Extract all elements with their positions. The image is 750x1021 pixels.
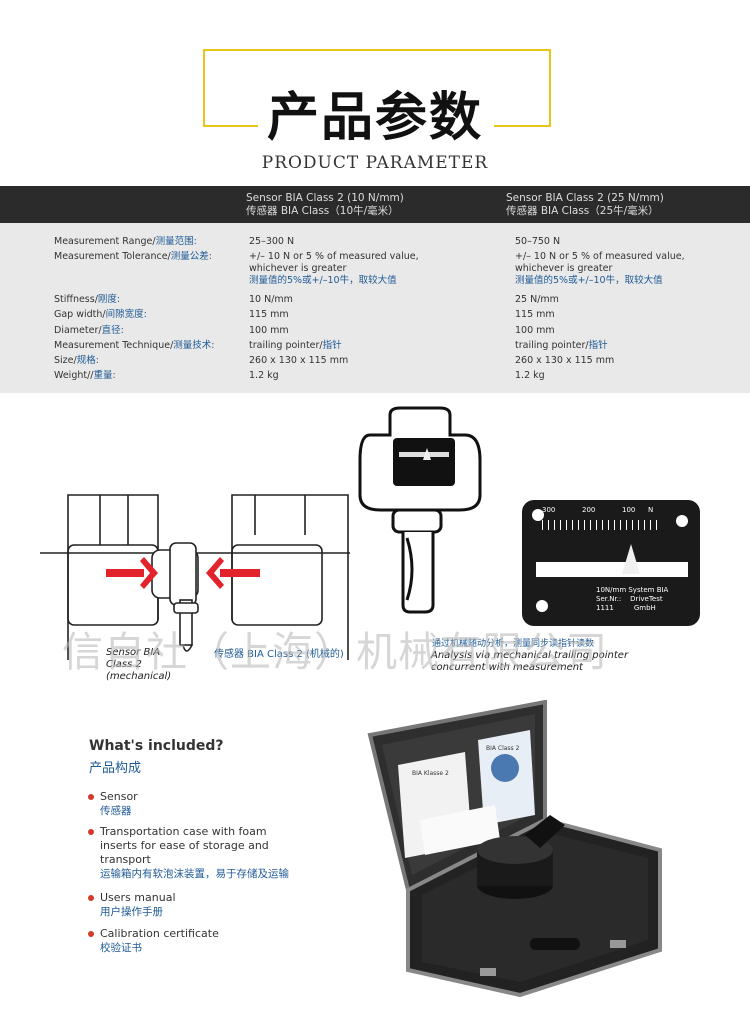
table-row-label: Gap width/间隙宽度: bbox=[54, 309, 147, 320]
table-row-label: Diameter/直径: bbox=[54, 325, 124, 336]
left-diagram-caption: Sensor BIA Class 2 (mechanical) bbox=[106, 647, 172, 682]
table-cell: 25 N/mm bbox=[515, 294, 559, 305]
table-cell: 115 mm bbox=[515, 309, 555, 320]
table-cell: 10 N/mm bbox=[249, 294, 293, 305]
doc-label: BIA Klasse 2 bbox=[412, 770, 449, 777]
table-cell: 1.2 kg bbox=[515, 370, 545, 381]
table-cell: 25–300 N bbox=[249, 236, 295, 247]
table-cell: +/– 10 N or 5 % of measured value,whiche… bbox=[249, 251, 419, 286]
bullet-icon bbox=[88, 794, 94, 800]
sensor-clamping-diagram bbox=[40, 494, 350, 660]
table-row-label: Weight//重量: bbox=[54, 370, 116, 381]
screw-hole bbox=[536, 600, 548, 612]
dial-label-block: 10N/mm System BIA Ser.Nr.: DriveTest 111… bbox=[596, 586, 669, 612]
trailing-pointer bbox=[622, 544, 640, 574]
table-cell: trailing pointer/指针 bbox=[249, 340, 342, 351]
page-subtitle: PRODUCT PARAMETER bbox=[261, 153, 489, 173]
dial-tick-label: N bbox=[648, 506, 654, 514]
watermark: 信自社（上海）机械有限公司 bbox=[62, 628, 608, 676]
table-cell: 260 x 130 x 115 mm bbox=[515, 355, 615, 366]
bullet-icon bbox=[88, 895, 94, 901]
doc-label: BIA Class 2 bbox=[486, 745, 520, 752]
included-title: What's included? bbox=[89, 738, 224, 754]
table-cell: 1.2 kg bbox=[249, 370, 279, 381]
list-item: Transportation case with foam inserts fo… bbox=[100, 825, 289, 880]
force-arrows bbox=[106, 557, 260, 589]
screw-hole bbox=[532, 509, 544, 521]
table-cell: 50–750 N bbox=[515, 236, 561, 247]
page-title: 产品参数 bbox=[266, 87, 483, 148]
table-cell: 100 mm bbox=[249, 325, 289, 336]
table-row-label: Measurement Tolerance/测量公差: bbox=[54, 251, 212, 262]
bullet-icon bbox=[88, 931, 94, 937]
dial-scale bbox=[542, 520, 662, 530]
title-frame-gap bbox=[258, 115, 494, 135]
sensor-handle-diagram bbox=[358, 406, 482, 614]
dial-plate: 300 200 100 N 10N/mm System BIA Ser.Nr.:… bbox=[522, 500, 700, 626]
right-diagram-caption-cn: 通过机械随动分析，测量同步读指针读数 bbox=[432, 639, 595, 649]
dial-tick-label: 200 bbox=[582, 506, 596, 514]
dial-tick-label: 100 bbox=[622, 506, 636, 514]
table-row-label: Measurement Technique/测量技术: bbox=[54, 340, 215, 351]
screw-hole bbox=[676, 515, 688, 527]
table-cell: 260 x 130 x 115 mm bbox=[249, 355, 349, 366]
table-row-label: Stiffness/刚度: bbox=[54, 294, 121, 305]
included-title-cn: 产品构成 bbox=[89, 761, 142, 776]
column-header-1: Sensor BIA Class 2 (10 N/mm) 传感器 BIA Cla… bbox=[246, 192, 404, 217]
right-diagram-caption: Analysis via mechanical trailing pointer… bbox=[431, 650, 629, 673]
table-cell: 115 mm bbox=[249, 309, 289, 320]
middle-diagram-caption: 传感器 BIA Class 2 (机械的) bbox=[214, 649, 344, 660]
table-row-label: Measurement Range/测量范围: bbox=[54, 236, 197, 247]
transport-case-image: BIA Klasse 2 BIA Class 2 bbox=[367, 700, 662, 998]
table-cell: trailing pointer/指针 bbox=[515, 340, 608, 351]
spec-table-header: Sensor BIA Class 2 (10 N/mm) 传感器 BIA Cla… bbox=[0, 186, 750, 223]
bullet-icon bbox=[88, 829, 94, 835]
dial-tick-label: 300 bbox=[542, 506, 556, 514]
spec-table-body: Measurement Range/测量范围: 25–300 N 50–750 … bbox=[0, 223, 750, 393]
table-cell: 100 mm bbox=[515, 325, 555, 336]
table-cell: +/– 10 N or 5 % of measured value,whiche… bbox=[515, 251, 685, 286]
table-row-label: Size/规格: bbox=[54, 355, 99, 366]
column-header-2: Sensor BIA Class 2 (25 N/mm) 传感器 BIA Cla… bbox=[506, 192, 664, 217]
dial-track bbox=[536, 562, 688, 577]
